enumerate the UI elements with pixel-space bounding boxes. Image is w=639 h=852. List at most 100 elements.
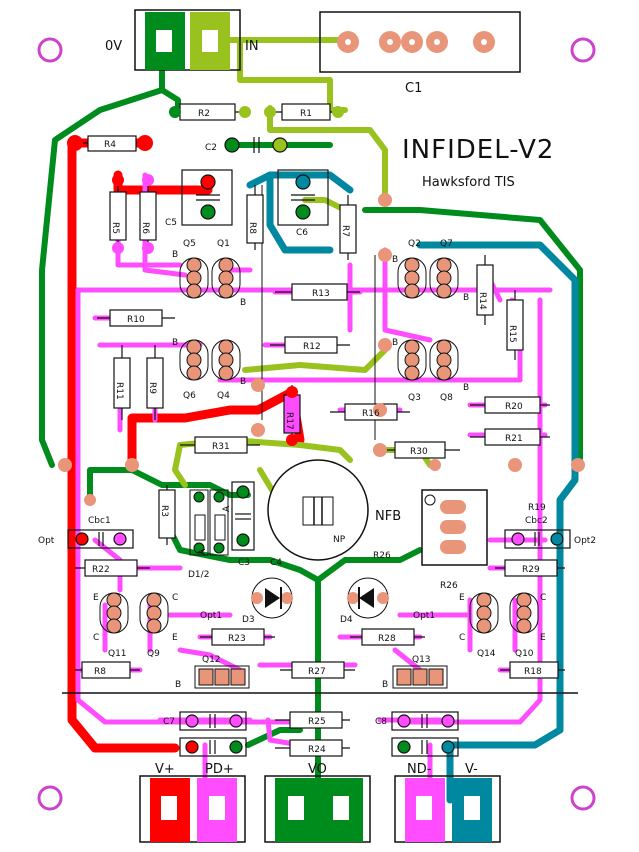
resistor-r30[interactable]	[385, 441, 460, 459]
resistor-r7[interactable]	[339, 195, 357, 260]
transistor-q2[interactable]	[397, 257, 427, 299]
transistor-q10[interactable]	[509, 592, 539, 634]
label-r31: R31	[212, 442, 230, 452]
transistor-q14[interactable]	[469, 592, 499, 634]
resistor-r10[interactable]	[97, 309, 175, 327]
diode-d1-2[interactable]	[189, 489, 229, 556]
resistor-r4[interactable]	[78, 135, 148, 152]
capacitor-c6[interactable]	[277, 169, 329, 226]
resistor-r13[interactable]	[275, 283, 360, 301]
resistor-r8b[interactable]	[75, 661, 140, 679]
capacitor-cbc2[interactable]	[504, 529, 571, 549]
label-b-q1: B	[240, 298, 246, 308]
mounting-holes	[37, 37, 596, 811]
capacitor-c9[interactable]	[179, 737, 247, 757]
resistor-r1[interactable]	[268, 103, 340, 121]
capacitor-c5[interactable]	[181, 169, 233, 226]
resistor-r24[interactable]	[275, 739, 350, 757]
output-connector-vo[interactable]: VO	[264, 762, 371, 843]
resistor-r14[interactable]	[476, 255, 494, 325]
transistor-q5[interactable]	[179, 257, 209, 299]
label-q10: Q10	[515, 649, 534, 659]
label-q4: Q4	[217, 391, 230, 401]
transistor-q13[interactable]	[392, 665, 448, 689]
capacitor-c8[interactable]	[391, 711, 459, 731]
resistor-r15[interactable]	[506, 290, 524, 360]
resistor-r6[interactable]	[139, 180, 157, 248]
capacitor-c10[interactable]	[391, 737, 459, 757]
label-q2: Q2	[408, 239, 421, 249]
label-r14: R14	[477, 292, 487, 310]
label-r22: R22	[92, 565, 110, 575]
capacitor-cbc1[interactable]	[67, 529, 134, 549]
transistor-q9[interactable]	[139, 592, 169, 634]
output-connector-left[interactable]: V+ PD+	[139, 762, 246, 843]
trimmer-r26[interactable]	[421, 489, 488, 566]
transistor-q12[interactable]	[194, 665, 250, 689]
resistor-r29[interactable]	[495, 559, 565, 577]
transistor-q1[interactable]	[211, 257, 241, 299]
resistor-r17[interactable]	[283, 385, 301, 440]
transistor-q7[interactable]	[429, 257, 459, 299]
transistor-q8[interactable]	[429, 339, 459, 381]
label-r3: R3	[159, 505, 169, 517]
resistor-r27[interactable]	[280, 661, 355, 679]
board-title: INFIDEL-V2	[402, 135, 554, 165]
resistor-r8[interactable]	[246, 185, 264, 250]
resistor-r2[interactable]	[170, 103, 250, 121]
resistor-r11[interactable]	[113, 345, 131, 420]
resistor-r21[interactable]	[470, 428, 550, 446]
label-b-q13: B	[382, 680, 388, 690]
resistors-vertical	[109, 180, 524, 545]
label-r2: R2	[198, 109, 210, 119]
resistor-r18[interactable]	[500, 661, 565, 679]
label-r25: R25	[308, 717, 326, 727]
label-r19: R19	[528, 503, 546, 513]
label-c-q14: C	[459, 633, 465, 643]
label-q8: Q8	[440, 393, 453, 403]
label-q7: Q7	[440, 239, 453, 249]
resistor-r12[interactable]	[270, 336, 350, 354]
label-b-q7: B	[463, 293, 469, 303]
label-v-minus: V-	[465, 762, 478, 777]
resistor-r3[interactable]	[158, 485, 176, 545]
label-q14: Q14	[477, 649, 496, 659]
output-connector-right[interactable]: ND- V-	[394, 762, 501, 843]
resistor-r5[interactable]	[109, 180, 127, 248]
label-q11: Q11	[108, 649, 127, 659]
input-connector[interactable]: 0V IN	[105, 9, 259, 71]
transistor-q11[interactable]	[99, 592, 129, 634]
resistor-r25[interactable]	[275, 711, 350, 729]
trace-teal	[246, 171, 579, 804]
label-c4: C4	[270, 558, 282, 568]
label-c7: C7	[163, 717, 175, 727]
led-d4[interactable]	[347, 577, 389, 619]
resistor-r20[interactable]	[470, 396, 550, 414]
label-r10: R10	[127, 315, 145, 325]
transistors	[99, 257, 539, 634]
resistor-r9[interactable]	[146, 345, 164, 420]
trace-green	[39, 32, 583, 803]
resistor-r23[interactable]	[200, 628, 275, 646]
capacitor-c2[interactable]	[224, 137, 288, 153]
resistor-r22[interactable]	[75, 559, 150, 577]
mounting-hole	[570, 37, 596, 63]
capacitor-c1[interactable]: C1	[319, 11, 521, 96]
capacitor-c3[interactable]	[231, 481, 255, 551]
label-d4: D4	[340, 615, 353, 625]
mounting-hole	[37, 785, 63, 811]
label-r15: R15	[507, 325, 517, 343]
label-r7: R7	[340, 225, 350, 237]
resistor-r28[interactable]	[350, 628, 425, 646]
label-r29: R29	[522, 565, 540, 575]
transistor-q3[interactable]	[397, 339, 427, 381]
label-cbc2: Cbc2	[525, 516, 548, 526]
transistor-q6[interactable]	[179, 339, 209, 381]
label-q5: Q5	[183, 239, 196, 249]
capacitor-nfb[interactable]	[267, 459, 369, 561]
resistor-r31[interactable]	[180, 436, 260, 454]
capacitor-c7[interactable]	[179, 711, 247, 731]
led-d3[interactable]	[251, 577, 293, 619]
transistor-q4[interactable]	[211, 339, 241, 381]
